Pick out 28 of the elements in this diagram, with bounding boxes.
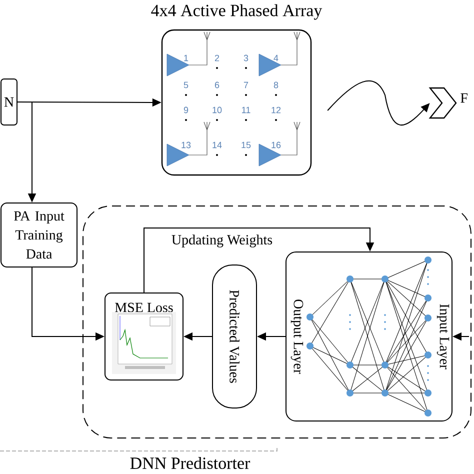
process-box: Predicted Values	[212, 264, 257, 408]
layer-label: Input Layer	[436, 304, 450, 370]
element-number: 5	[184, 82, 188, 88]
side-label: F	[460, 93, 468, 103]
element-number: 16	[272, 142, 281, 148]
element-number: 8	[274, 82, 278, 88]
element-number: 3	[244, 54, 248, 62]
element-number: 10	[212, 106, 222, 114]
edge-label: Updating Weights	[170, 234, 274, 248]
layer-label: Output Layer	[290, 300, 304, 374]
element-number: 13	[182, 142, 191, 148]
element-number: 12	[272, 106, 281, 114]
element-number: 7	[244, 82, 248, 88]
element-number: 2	[214, 54, 220, 62]
element-number: 9	[184, 106, 188, 114]
element-number: 4	[274, 54, 278, 62]
element-number: 1	[184, 54, 188, 62]
array-title: 4x4 Active Phased Array	[151, 4, 322, 20]
element-number: 15	[242, 142, 251, 148]
element-number: 14	[212, 142, 222, 148]
element-number: 6	[214, 82, 220, 88]
element-number: 11	[242, 106, 250, 114]
chevron-symbol	[428, 87, 457, 119]
group-title: DNN Predistorter	[130, 457, 250, 469]
process-box: PA Input Training Data	[0, 202, 78, 268]
process-box: MSE Loss	[104, 292, 184, 380]
arrow	[144, 228, 374, 293]
process-box: N	[0, 78, 18, 126]
